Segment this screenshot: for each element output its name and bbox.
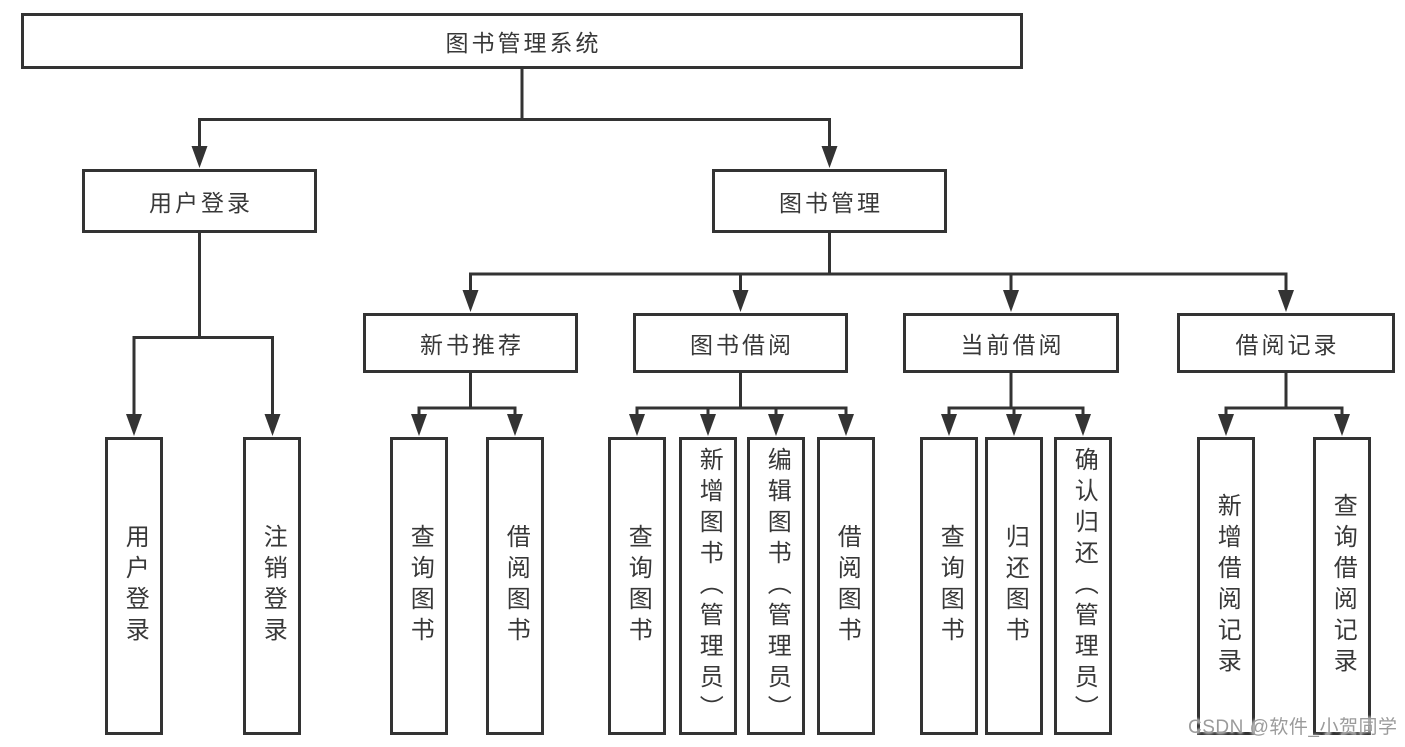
node-user-login: 用户登录 [82, 169, 317, 233]
leaf-add-borrow-record: 新增借阅记录 [1197, 437, 1255, 735]
connector-user-login-branch [132, 230, 274, 418]
leaf-return-book: 归还图书 [985, 437, 1043, 735]
node-user-login-label: 用户登录 [149, 190, 253, 216]
connector-book-borrowing-branch [635, 370, 848, 418]
node-borrowing-records-label: 借阅记录 [1235, 332, 1340, 358]
leaf-query-books-recommend-label: 查询图书 [406, 524, 434, 648]
connector-book-management-branch [469, 230, 1288, 295]
leaf-edit-book-admin: 编辑图书（管理员） [747, 437, 805, 735]
leaf-borrow-books-borrowing-label: 借阅图书 [833, 524, 861, 648]
leaf-query-books-borrowing: 查询图书 [608, 437, 666, 735]
leaf-query-borrow-record: 查询借阅记录 [1313, 437, 1371, 735]
leaf-confirm-return-admin-label: 确认归还（管理员） [1070, 446, 1098, 726]
leaf-add-book-admin: 新增图书（管理员） [679, 437, 737, 735]
node-book-management-label: 图书管理 [779, 190, 883, 216]
arrowhead-icons [126, 146, 1350, 436]
node-book-borrowing-label: 图书借阅 [690, 332, 794, 358]
leaf-query-books-current-label: 查询图书 [936, 524, 964, 648]
leaf-edit-book-admin-label: 编辑图书（管理员） [763, 446, 791, 726]
node-library-system: 图书管理系统 [21, 13, 1023, 69]
leaf-query-borrow-record-label: 查询借阅记录 [1329, 493, 1357, 679]
leaf-return-book-label: 归还图书 [1001, 524, 1029, 648]
node-current-borrowing-label: 当前借阅 [960, 332, 1065, 358]
leaf-add-book-admin-label: 新增图书（管理员） [695, 446, 723, 726]
connector-current-borrowing-branch [947, 370, 1085, 418]
leaf-add-borrow-record-label: 新增借阅记录 [1213, 493, 1241, 679]
watermark: CSDN @软件_小贺同学 [1188, 717, 1398, 738]
leaf-borrow-books-recommend-label: 借阅图书 [502, 524, 530, 648]
leaf-logout-label: 注销登录 [259, 524, 287, 648]
leaf-query-books-recommend: 查询图书 [390, 437, 448, 735]
connector-root-branch [198, 66, 831, 150]
leaf-confirm-return-admin: 确认归还（管理员） [1054, 437, 1112, 735]
leaf-logout: 注销登录 [243, 437, 301, 735]
node-current-borrowing: 当前借阅 [903, 313, 1119, 373]
connector-new-book-recommend-branch [417, 370, 517, 418]
leaf-user-login: 用户登录 [105, 437, 163, 735]
node-library-system-label: 图书管理系统 [445, 30, 602, 56]
node-new-book-recommend-label: 新书推荐 [420, 332, 524, 358]
connector-borrowing-records-branch [1224, 370, 1344, 418]
node-book-management: 图书管理 [712, 169, 947, 233]
node-book-borrowing: 图书借阅 [633, 313, 848, 373]
leaf-user-login-label: 用户登录 [121, 524, 149, 648]
leaf-query-books-borrowing-label: 查询图书 [624, 524, 652, 648]
node-new-book-recommend: 新书推荐 [363, 313, 578, 373]
leaf-borrow-books-recommend: 借阅图书 [486, 437, 544, 735]
leaf-query-books-current: 查询图书 [920, 437, 978, 735]
leaf-borrow-books-borrowing: 借阅图书 [817, 437, 875, 735]
node-borrowing-records: 借阅记录 [1177, 313, 1395, 373]
